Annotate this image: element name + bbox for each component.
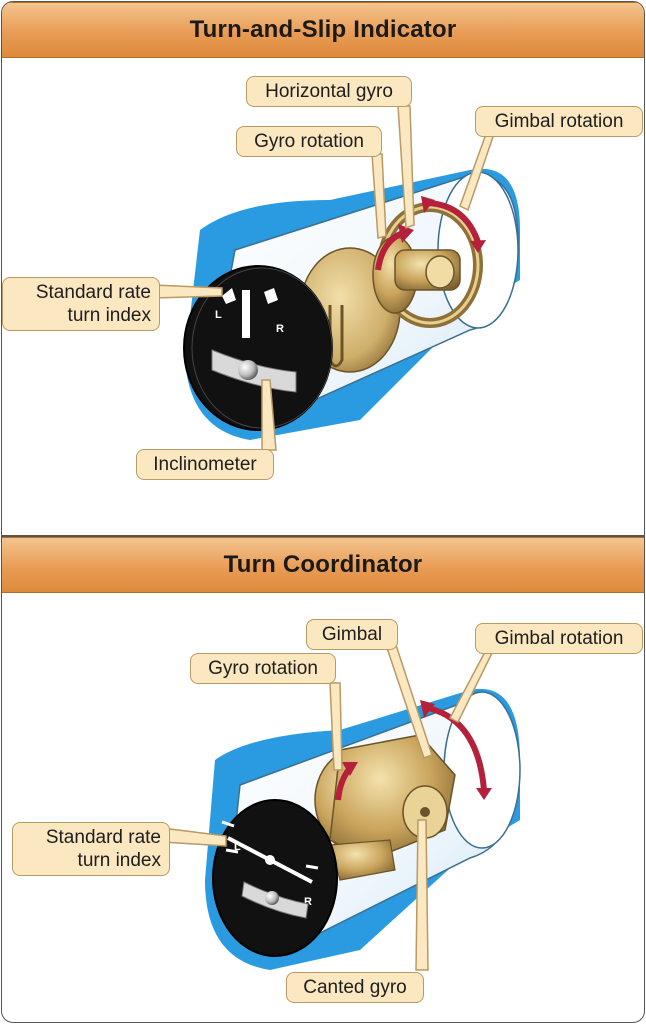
label-inclinometer: Inclinometer — [136, 449, 274, 480]
dial-mark-l-bottom: L — [234, 841, 241, 853]
dial-mark-r-bottom: R — [304, 896, 312, 908]
label-standard-rate-top: Standard rate turn index — [2, 277, 160, 331]
panel-divider — [2, 535, 644, 537]
turn-and-slip-illustration: L R — [153, 105, 520, 451]
label-gimbal-rotation-bottom: Gimbal rotation — [475, 623, 643, 654]
label-standard-rate-bottom: Standard rate turn index — [12, 822, 170, 876]
panel-header-bottom: Turn Coordinator — [2, 537, 644, 593]
gimbal-rotation-arrow-top — [427, 200, 481, 244]
panel-title-top: Turn-and-Slip Indicator — [189, 16, 457, 43]
label-gimbal-rotation-top: Gimbal rotation — [475, 106, 643, 137]
label-gimbal: Gimbal — [306, 619, 398, 650]
panel-header-top: Turn-and-Slip Indicator — [2, 2, 644, 58]
label-gyro-rotation-top: Gyro rotation — [236, 126, 382, 157]
gimbal-rotation-arrow-bottom — [427, 705, 487, 791]
rate-index-right-top — [264, 288, 278, 304]
dial-mark-r-top: R — [276, 323, 284, 335]
dial-mark-l-top: L — [215, 309, 222, 321]
label-canted-gyro: Canted gyro — [286, 972, 424, 1003]
rate-index-left-top — [222, 288, 236, 304]
label-horizontal-gyro: Horizontal gyro — [246, 76, 412, 107]
inclinometer-ball — [238, 360, 258, 380]
turn-needle-top — [242, 290, 250, 338]
turn-coordinator-illustration: L R — [161, 643, 521, 971]
dial-face-bottom — [212, 799, 338, 957]
panel-title-bottom: Turn Coordinator — [223, 551, 423, 578]
label-gyro-rotation-bottom: Gyro rotation — [190, 653, 336, 684]
